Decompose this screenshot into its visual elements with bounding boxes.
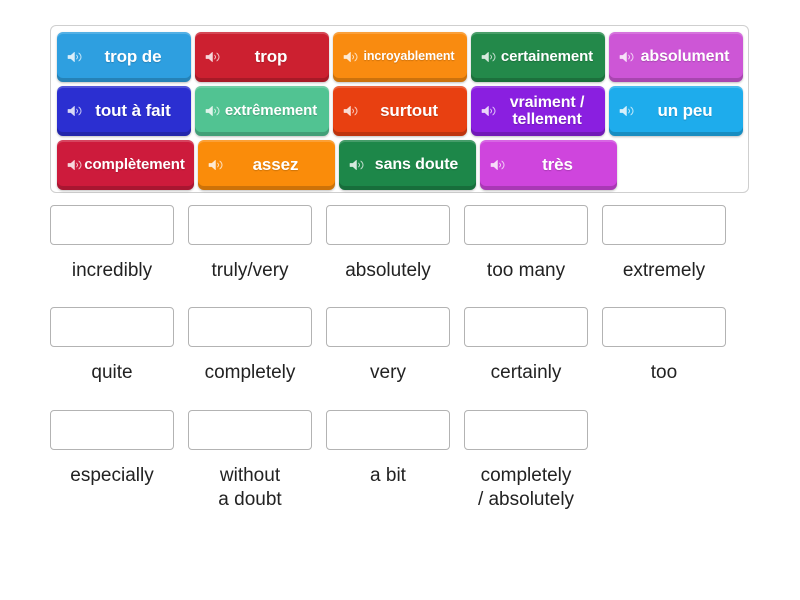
word-tile-label: tout à fait	[95, 100, 171, 120]
answer-row: quite completely very certainly too	[50, 307, 750, 385]
answer-label: completely	[204, 362, 296, 384]
speaker-icon[interactable]	[208, 157, 224, 173]
speaker-icon[interactable]	[205, 49, 221, 65]
answer-label: very	[370, 362, 406, 384]
word-tile-label: incroyablement	[363, 49, 455, 64]
word-tile-label: complètement	[84, 155, 185, 173]
speaker-icon[interactable]	[67, 157, 83, 173]
word-tile[interactable]: trop de	[57, 32, 191, 82]
speaker-icon[interactable]	[343, 49, 359, 65]
answer-cell: completely	[188, 307, 312, 385]
answer-drop-box[interactable]	[464, 409, 588, 450]
answer-cell: incredibly	[50, 205, 174, 283]
word-tile-bank: trop de trop incroyablement certainement abs…	[50, 25, 749, 193]
answer-row: incredibly truly/very absolutely too many ex…	[50, 205, 750, 283]
answer-label: too many	[486, 260, 566, 281]
answer-label: a bit	[370, 464, 406, 486]
answer-drop-box[interactable]	[50, 307, 174, 348]
word-tile[interactable]: un peu	[609, 86, 743, 136]
word-tile[interactable]: sans doute	[339, 140, 476, 190]
word-tile[interactable]: vraiment / tellement	[471, 86, 605, 136]
answer-label: without a doubt	[218, 464, 282, 510]
answer-cell: without a doubt	[188, 409, 312, 513]
answer-label: certainly	[490, 362, 562, 384]
speaker-icon[interactable]	[490, 157, 506, 173]
word-tile-label: sans doute	[374, 156, 459, 174]
answer-drop-box[interactable]	[188, 409, 312, 450]
tile-row: complètement assez sans doute très	[57, 140, 743, 190]
answer-drop-box[interactable]	[602, 205, 726, 245]
speaker-icon[interactable]	[349, 157, 365, 173]
answer-cell: truly/very	[188, 205, 312, 283]
speaker-icon[interactable]	[205, 103, 221, 119]
answer-cell: extremely	[602, 205, 726, 283]
word-tile-label: un peu	[657, 100, 713, 120]
answer-drop-box[interactable]	[50, 409, 174, 450]
word-tile-label: très	[542, 154, 573, 174]
tile-rows: trop de trop incroyablement certainement abs…	[57, 32, 743, 190]
answer-cell: absolutely	[326, 205, 450, 283]
tile-row: tout à fait extrêmement surtout vraiment / …	[57, 86, 743, 136]
answer-label: completely / absolutely	[477, 464, 575, 510]
answer-label: especially	[70, 464, 154, 486]
answer-drop-box[interactable]	[326, 409, 450, 450]
answer-drop-box[interactable]	[326, 205, 450, 245]
word-tile[interactable]: assez	[198, 140, 335, 190]
word-tile[interactable]: extrêmement	[195, 86, 329, 136]
answer-cell: too	[602, 307, 726, 385]
answer-label: truly/very	[211, 260, 289, 281]
answer-cell: certainly	[464, 307, 588, 385]
word-tile[interactable]: absolument	[609, 32, 743, 82]
answer-row: especially without a doubt a bit completely…	[50, 409, 750, 513]
word-tile-label: assez	[252, 154, 299, 174]
answer-cell: especially	[50, 409, 174, 513]
answer-label: extremely	[622, 260, 706, 281]
answer-drop-box[interactable]	[188, 205, 312, 245]
speaker-icon[interactable]	[343, 103, 359, 119]
speaker-icon[interactable]	[67, 49, 83, 65]
word-tile-label: extrêmement	[224, 101, 318, 119]
word-tile[interactable]: tout à fait	[57, 86, 191, 136]
answer-drop-box[interactable]	[602, 307, 726, 348]
word-tile-label: trop de	[104, 46, 162, 66]
word-tile[interactable]: surtout	[333, 86, 467, 136]
word-tile[interactable]: incroyablement	[333, 32, 467, 82]
answer-cell: quite	[50, 307, 174, 385]
answer-label: incredibly	[71, 260, 153, 281]
answer-drop-box[interactable]	[464, 205, 588, 245]
answer-drop-box[interactable]	[464, 307, 588, 348]
answer-cell: completely / absolutely	[464, 409, 588, 513]
answer-label: quite	[91, 362, 133, 384]
speaker-icon[interactable]	[481, 49, 497, 65]
word-tile-label: absolument	[640, 48, 730, 66]
answer-drop-area: incredibly truly/very absolutely too many ex…	[50, 205, 750, 536]
word-tile-label: certainement	[500, 47, 594, 65]
word-tile-label: surtout	[380, 100, 438, 120]
word-tile[interactable]: certainement	[471, 32, 605, 82]
word-tile[interactable]: complètement	[57, 140, 194, 190]
answer-label: absolutely	[345, 260, 431, 281]
answer-cell: a bit	[326, 409, 450, 513]
answer-drop-box[interactable]	[326, 307, 450, 348]
answer-cell: too many	[464, 205, 588, 283]
word-tile-label: trop	[254, 46, 288, 66]
answer-label: too	[650, 362, 678, 384]
speaker-icon[interactable]	[67, 103, 83, 119]
word-tile[interactable]: très	[480, 140, 617, 190]
speaker-icon[interactable]	[619, 103, 635, 119]
answer-cell: very	[326, 307, 450, 385]
word-tile[interactable]: trop	[195, 32, 329, 82]
word-tile-label: vraiment / tellement	[509, 93, 585, 128]
speaker-icon[interactable]	[619, 49, 635, 65]
speaker-icon[interactable]	[481, 103, 497, 119]
answer-drop-box[interactable]	[50, 205, 174, 245]
tile-row: trop de trop incroyablement certainement abs…	[57, 32, 743, 82]
answer-drop-box[interactable]	[188, 307, 312, 348]
